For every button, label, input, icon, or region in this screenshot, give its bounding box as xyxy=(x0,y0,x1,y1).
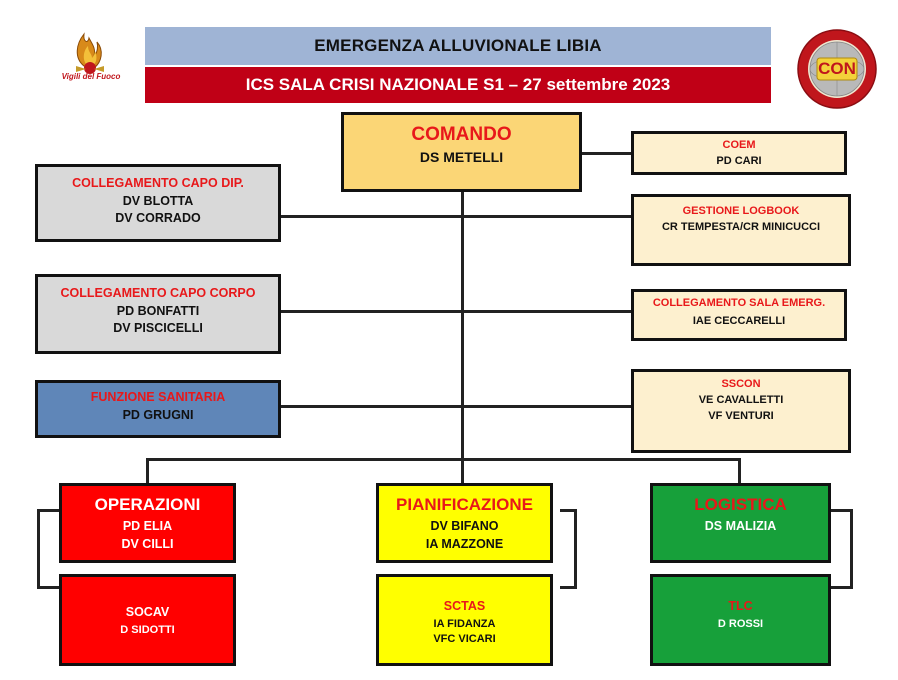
sanitaria-box: FUNZIONE SANITARIA PD GRUGNI xyxy=(35,380,281,438)
capo-corpo-name-2: DV PISCICELLI xyxy=(113,321,203,336)
logistica-bracket-bottom xyxy=(829,586,853,589)
sala-emerg-title: COLLEGAMENTO SALA EMERG. xyxy=(652,297,826,309)
sscon-name-2: VF VENTURI xyxy=(708,409,774,422)
con-seal-icon xyxy=(797,29,877,109)
operazioni-title: OPERAZIONI xyxy=(94,495,201,514)
logistica-bracket-top xyxy=(829,509,853,512)
capocorpo-salaemerg-link xyxy=(279,310,634,313)
con-logo: CON xyxy=(796,28,878,110)
comando-box: COMANDO DS METELLI xyxy=(341,112,582,192)
logistica-title: LOGISTICA xyxy=(694,495,787,514)
header-subtitle: ICS SALA CRISI NAZIONALE S1 – 27 settemb… xyxy=(145,67,771,103)
sala-emerg-name: IAE CECCARELLI xyxy=(692,314,786,327)
drop-operazioni xyxy=(146,458,149,485)
sections-horizontal xyxy=(146,458,741,461)
sctas-box: SCTAS IA FIDANZA VFC VICARI xyxy=(376,574,553,666)
sanitaria-sscon-link xyxy=(279,405,634,408)
operazioni-name-1: PD ELIA xyxy=(122,519,173,534)
logistica-box: LOGISTICA DS MALIZIA xyxy=(650,483,831,563)
comando-coem-link xyxy=(580,152,632,155)
pianificazione-title: PIANIFICAZIONE xyxy=(396,495,533,514)
header-title: EMERGENZA ALLUVIONALE LIBIA xyxy=(145,27,771,65)
capo-corpo-name-1: PD BONFATTI xyxy=(116,303,200,318)
drop-pianificazione xyxy=(461,458,464,485)
logistica-bracket-side xyxy=(850,509,853,589)
sanitaria-title: FUNZIONE SANITARIA xyxy=(90,390,226,404)
trunk-vertical xyxy=(461,190,464,462)
coem-title: COEM xyxy=(722,139,756,151)
operazioni-bracket-top xyxy=(37,509,61,512)
capo-dip-name-2: DV CORRADO xyxy=(115,211,201,226)
pianificazione-bracket-top xyxy=(560,509,577,512)
vigili-del-fuoco-logo: Vigili del Fuoco xyxy=(56,22,126,94)
logbook-title: GESTIONE LOGBOOK xyxy=(682,205,800,217)
sscon-name-1: VE CAVALLETTI xyxy=(698,393,784,406)
socav-title: SOCAV xyxy=(125,605,170,619)
socav-name: D SIDOTTI xyxy=(120,623,175,636)
coem-box: COEM PD CARI xyxy=(631,131,847,175)
capo-dip-name-1: DV BLOTTA xyxy=(122,193,194,208)
capo-dip-title: COLLEGAMENTO CAPO DIP. xyxy=(72,176,244,190)
capodip-logbook-link xyxy=(279,215,634,218)
capo-corpo-title: COLLEGAMENTO CAPO CORPO xyxy=(60,286,256,300)
operazioni-name-2: DV CILLI xyxy=(121,536,174,551)
comando-name: DS METELLI xyxy=(419,148,504,165)
con-logo-mark: CON xyxy=(818,59,856,78)
pianificazione-name-2: IA MAZZONE xyxy=(425,536,504,551)
tlc-box: TLC D ROSSI xyxy=(650,574,831,666)
socav-box: SOCAV D SIDOTTI xyxy=(59,574,236,666)
capo-corpo-box: COLLEGAMENTO CAPO CORPO PD BONFATTI DV P… xyxy=(35,274,281,354)
logbook-box: GESTIONE LOGBOOK CR TEMPESTA/CR MINICUCC… xyxy=(631,194,851,266)
pianificazione-bracket-bottom xyxy=(560,586,577,589)
sctas-name-1: IA FIDANZA xyxy=(433,617,496,630)
sanitaria-name: PD GRUGNI xyxy=(122,407,194,422)
pianificazione-name-1: DV BIFANO xyxy=(430,519,499,534)
left-logo-text: Vigili del Fuoco xyxy=(61,72,121,81)
logbook-name: CR TEMPESTA/CR MINICUCCI xyxy=(661,220,821,233)
comando-title: COMANDO xyxy=(411,124,512,145)
capo-dip-box: COLLEGAMENTO CAPO DIP. DV BLOTTA DV CORR… xyxy=(35,164,281,242)
operazioni-bracket-bottom xyxy=(37,586,61,589)
operazioni-box: OPERAZIONI PD ELIA DV CILLI xyxy=(59,483,236,563)
sctas-name-2: VFC VICARI xyxy=(433,633,496,646)
sala-emerg-box: COLLEGAMENTO SALA EMERG. IAE CECCARELLI xyxy=(631,289,847,341)
sscon-title: SSCON xyxy=(721,378,761,390)
operazioni-bracket-side xyxy=(37,509,40,589)
logistica-name: DS MALIZIA xyxy=(704,519,777,534)
coem-name: PD CARI xyxy=(716,154,762,167)
tlc-name: D ROSSI xyxy=(717,617,764,630)
tlc-title: TLC xyxy=(728,599,753,613)
pianificazione-box: PIANIFICAZIONE DV BIFANO IA MAZZONE xyxy=(376,483,553,563)
pianificazione-bracket-side xyxy=(574,509,577,589)
drop-logistica xyxy=(738,458,741,485)
flame-emblem-icon xyxy=(76,32,104,74)
sctas-title: SCTAS xyxy=(443,599,486,613)
sscon-box: SSCON VE CAVALLETTI VF VENTURI xyxy=(631,369,851,453)
